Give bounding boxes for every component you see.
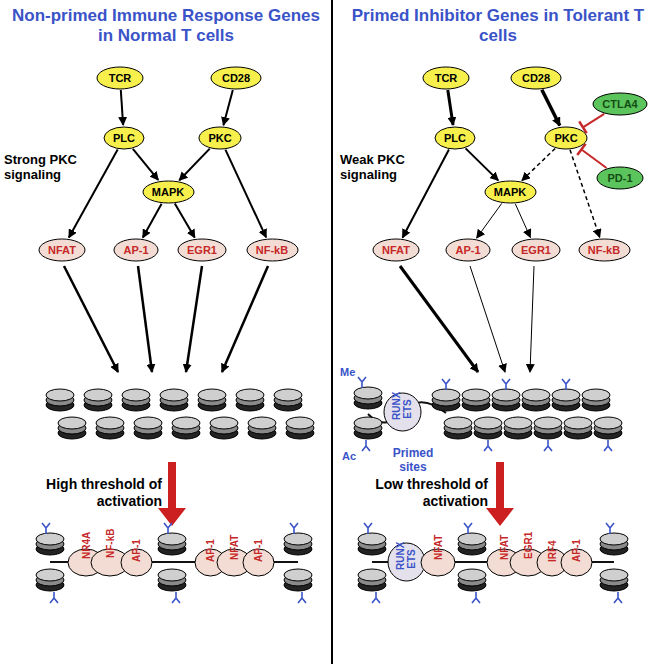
node-label: AP-1 — [123, 244, 148, 256]
signaling-oval: NFAT — [38, 238, 86, 262]
signaling-oval: AP-1 — [113, 238, 159, 262]
signal-arrow — [225, 150, 266, 238]
factor-label: ETS — [402, 398, 413, 420]
factor-arrows — [64, 266, 534, 372]
signaling-oval: TCR — [422, 66, 470, 90]
signaling-oval: PKC — [544, 126, 588, 150]
signaling-oval: PLC — [434, 126, 476, 150]
nucleosomes — [36, 377, 628, 603]
factor-label: NFAT — [433, 549, 444, 560]
factor-label: ETS — [406, 548, 417, 570]
signaling-oval: AP-1 — [445, 238, 491, 262]
signaling-oval: NF-kB — [578, 238, 631, 262]
factor-label: AP-1 — [131, 551, 142, 562]
inhibition-connector — [577, 144, 606, 168]
signaling-oval: PKC — [198, 126, 242, 150]
panel-title: Primed Inhibitor Genes in Tolerant T cel… — [342, 6, 654, 46]
signal-arrow — [522, 148, 555, 180]
signaling-oval: EGR1 — [511, 238, 561, 262]
signaling-oval: EGR1 — [177, 238, 227, 262]
annotation: Ac — [342, 450, 366, 463]
factor-oval: AP-1 — [120, 548, 153, 577]
panel-divider — [331, 0, 333, 664]
node-label: EGR1 — [521, 244, 551, 256]
threshold-arrow — [158, 462, 514, 526]
inhibition-connector — [579, 114, 604, 133]
node-label: EGR1 — [187, 244, 217, 256]
signaling-oval: NF-kB — [246, 238, 299, 262]
factor-label: NF-kB — [105, 547, 116, 558]
node-label: NF-kB — [588, 244, 620, 256]
annotation: High threshold of activation — [40, 476, 162, 509]
signaling-oval: PD-1 — [596, 166, 644, 190]
signal-arrow — [477, 203, 502, 238]
signal-arrow — [133, 149, 158, 180]
signal-arrow — [542, 90, 560, 126]
node-label: NFAT — [48, 244, 76, 256]
factor-oval: RUNXETS — [383, 392, 422, 432]
node-label: CTLA4 — [602, 98, 637, 110]
factor-oval: NFAT — [420, 548, 456, 577]
signaling-oval: TCR — [96, 66, 144, 90]
factor-label: AP-1 — [253, 551, 264, 562]
signal-arrow — [179, 149, 209, 181]
node-label: AP-1 — [455, 244, 480, 256]
annotation: Primed sites — [386, 446, 440, 474]
node-label: TCR — [435, 72, 458, 84]
signal-arrow — [570, 150, 600, 237]
node-label: NF-kB — [256, 244, 288, 256]
signal-arrow — [515, 204, 530, 238]
factor-label: AP-1 — [571, 551, 582, 562]
annotation: Me — [340, 366, 364, 379]
signal-arrow — [403, 149, 449, 237]
signal-arrow — [448, 90, 453, 125]
node-label: TCR — [109, 72, 132, 84]
node-label: PD-1 — [607, 172, 632, 184]
factor-oval: AP-1 — [242, 548, 275, 577]
factor-oval: AP-1 — [560, 548, 593, 577]
node-label: PKC — [554, 132, 577, 144]
factor-label: RUNX — [391, 398, 402, 420]
annotation: Low threshold of activation — [366, 476, 488, 509]
signal-arrow — [121, 90, 123, 125]
node-label: PKC — [208, 132, 231, 144]
signal-arrow — [466, 148, 499, 180]
annotation: Strong PKC signaling — [4, 152, 94, 183]
signaling-oval: NFAT — [372, 238, 420, 262]
signaling-oval: CD28 — [210, 66, 262, 90]
signaling-oval: PLC — [103, 126, 145, 150]
signal-arrow — [175, 204, 195, 238]
factor-label: NFAT — [499, 549, 510, 560]
factor-label: NFAT — [229, 549, 240, 560]
signaling-oval: MAPK — [484, 180, 537, 204]
signal-arrow — [223, 90, 232, 125]
panel-title: Non-primed Immune Response Genes in Norm… — [10, 6, 322, 46]
factor-label: EGR1 — [523, 548, 534, 559]
node-label: CD28 — [522, 72, 550, 84]
node-label: PLC — [113, 132, 135, 144]
signaling-oval: MAPK — [142, 180, 195, 204]
factor-label: NR4A — [81, 548, 92, 559]
annotation: Weak PKC signaling — [340, 152, 426, 183]
node-label: MAPK — [152, 186, 184, 198]
node-label: MAPK — [494, 186, 526, 198]
factor-oval: RUNXETS — [387, 542, 426, 582]
node-label: CD28 — [222, 72, 250, 84]
factor-label: IRF4 — [547, 551, 558, 562]
node-label: NFAT — [382, 244, 410, 256]
factor-label: AP-1 — [205, 551, 216, 562]
signaling-oval: CD28 — [510, 66, 562, 90]
node-label: PLC — [444, 132, 466, 144]
signaling-oval: CTLA4 — [592, 92, 648, 116]
signal-arrow — [143, 204, 162, 238]
factor-label: RUNX — [395, 548, 406, 570]
